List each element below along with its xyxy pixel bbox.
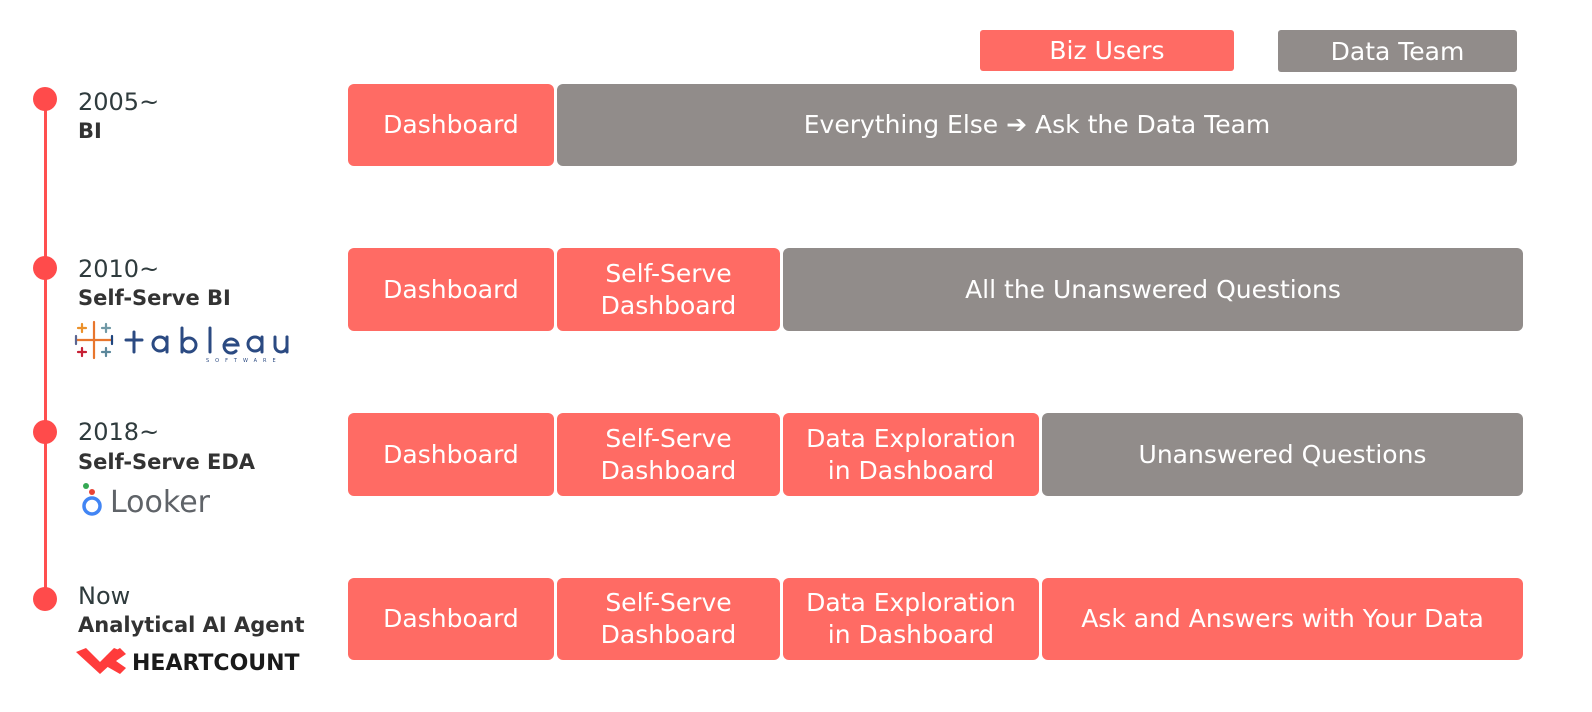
box-dashboard: Dashboard: [348, 84, 554, 166]
row-year: 2005~: [78, 88, 160, 116]
looker-logo: Looker: [78, 480, 218, 520]
box-unanswered-questions: All the Unanswered Questions: [783, 248, 1523, 331]
box-label: Unanswered Questions: [1138, 439, 1427, 469]
row-era: Analytical AI Agent: [78, 613, 305, 637]
box-label: Self-Serve Dashboard: [600, 588, 737, 649]
row-year: Now: [78, 582, 131, 610]
box-self-serve-dashboard: Self-Serve Dashboard: [557, 578, 780, 660]
heartcount-logo: HEARTCOUNT: [76, 646, 302, 676]
box-label: Self-Serve Dashboard: [600, 423, 737, 485]
tableau-logo: SOFTWARE: [72, 318, 297, 364]
svg-text:Looker: Looker: [110, 485, 211, 520]
box-label: Ask and Answers with Your Data: [1081, 604, 1484, 633]
box-self-serve-dashboard: Self-Serve Dashboard: [557, 248, 780, 331]
row-year: 2010~: [78, 255, 160, 283]
box-unanswered-questions: Unanswered Questions: [1042, 413, 1523, 496]
box-label: Data Exploration in Dashboard: [806, 588, 1016, 649]
box-data-exploration: Data Exploration in Dashboard: [783, 413, 1039, 496]
box-label: Dashboard: [383, 604, 519, 633]
box-dashboard: Dashboard: [348, 413, 554, 496]
box-self-serve-dashboard: Self-Serve Dashboard: [557, 413, 780, 496]
row-era: Self-Serve BI: [78, 286, 231, 310]
legend-biz-users: Biz Users: [980, 30, 1234, 71]
box-label: All the Unanswered Questions: [965, 274, 1341, 304]
box-data-exploration: Data Exploration in Dashboard: [783, 578, 1039, 660]
legend-data-team: Data Team: [1278, 30, 1517, 72]
timeline-dot-2005: [33, 87, 57, 111]
row-year: 2018~: [78, 418, 160, 446]
timeline-line: [44, 96, 47, 600]
legend-biz-users-label: Biz Users: [1049, 36, 1165, 65]
box-label: Self-Serve Dashboard: [600, 258, 737, 320]
box-dashboard: Dashboard: [348, 248, 554, 331]
timeline-dot-2010: [33, 256, 57, 280]
box-label: Dashboard: [383, 110, 519, 139]
timeline-dot-2018: [33, 420, 57, 444]
box-label: Data Exploration in Dashboard: [806, 423, 1016, 485]
timeline-dot-now: [33, 587, 57, 611]
svg-text:SOFTWARE: SOFTWARE: [206, 358, 282, 364]
box-ask-and-answers: Ask and Answers with Your Data: [1042, 578, 1523, 660]
box-everything-else: Everything Else ➔ Ask the Data Team: [557, 84, 1517, 166]
box-label: Everything Else ➔ Ask the Data Team: [803, 110, 1271, 139]
row-era: Self-Serve EDA: [78, 450, 256, 474]
box-dashboard: Dashboard: [348, 578, 554, 660]
legend-data-team-label: Data Team: [1330, 36, 1465, 66]
row-era: BI: [78, 119, 102, 143]
box-label: Dashboard: [383, 274, 519, 304]
svg-text:HEARTCOUNT: HEARTCOUNT: [132, 651, 300, 676]
box-label: Dashboard: [383, 439, 519, 469]
